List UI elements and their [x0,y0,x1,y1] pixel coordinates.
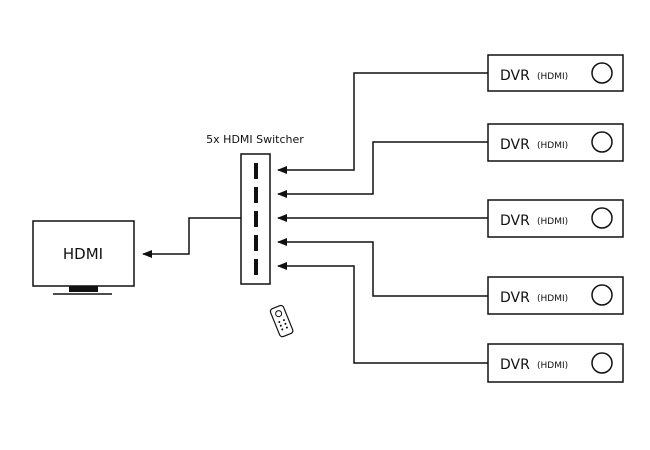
dvr-power-button-icon [591,131,613,153]
dvr-4-connector [277,238,488,297]
switcher-port [254,259,258,275]
dvr-label: DVR [500,213,530,229]
tv-monitor: HDMI [32,220,135,295]
dvr-device-5: DVR (HDMI) [487,343,624,383]
dvr-power-button-icon [591,284,613,306]
dvr-label: DVR [500,137,530,153]
output-connector [142,217,241,258]
hdmi-switcher [240,153,271,285]
dvr-power-button-icon [591,62,613,84]
dvr-device-1: DVR (HDMI) [487,54,624,92]
dvr-port-label: (HDMI) [537,141,568,151]
switcher-port [254,211,258,227]
tv-stand [69,286,98,292]
dvr-port-label: (HDMI) [537,361,568,371]
switcher-label: 5x HDMI Switcher [206,133,304,146]
dvr-power-button-icon [591,352,613,374]
dvr-device-4: DVR (HDMI) [487,276,624,315]
dvr-label: DVR [500,290,530,306]
switcher-port [254,235,258,251]
dvr-label: DVR [500,357,530,373]
dvr-device-3: DVR (HDMI) [487,199,624,238]
switcher-port [254,187,258,203]
dvr-power-button-icon [591,207,613,229]
dvr-port-label: (HDMI) [537,294,568,304]
dvr-port-label: (HDMI) [537,217,568,227]
remote-control-icon [269,304,294,338]
tv-label: HDMI [63,245,103,263]
dvr-port-label: (HDMI) [537,72,568,82]
switcher-port [254,163,258,179]
dvr-device-2: DVR (HDMI) [487,123,624,162]
dvr-2-connector [277,141,488,198]
dvr-1-connector [277,72,488,174]
dvr-label: DVR [500,68,530,84]
dvr-5-connector [277,262,488,364]
